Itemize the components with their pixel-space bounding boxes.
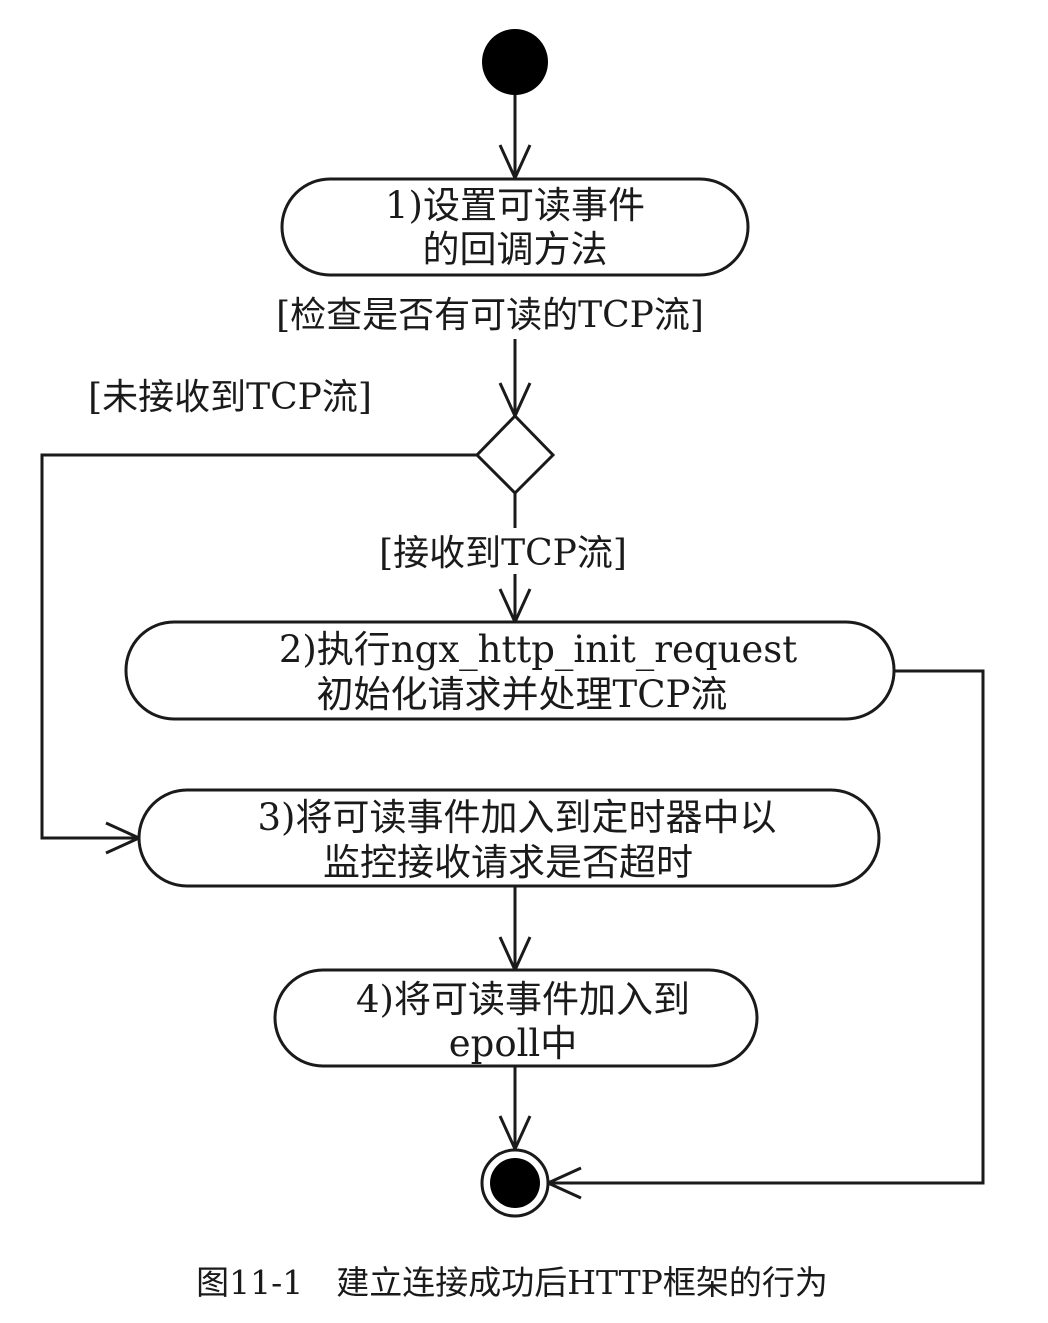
figure-caption: 图11-1 建立连接成功后HTTP框架的行为 (196, 1263, 828, 1302)
step2-line2: 初始化请求并处理TCP流 (317, 673, 728, 716)
edge-label-not-received: [未接收到TCP流] (88, 377, 372, 418)
decision-node (474, 413, 556, 496)
action-node-step1 (280, 177, 750, 277)
step1-line2: 的回调方法 (423, 228, 608, 271)
edge-label-check: [检查是否有可读的TCP流] (276, 295, 704, 336)
step4-line1: 4)将可读事件加入到 (356, 978, 690, 1021)
step2-line1: 2)执行ngx_http_init_request (279, 628, 797, 672)
step3-line1: 3)将可读事件加入到定时器中以 (258, 796, 777, 839)
edge-label-received: [接收到TCP流] (379, 533, 627, 574)
end-node-core (490, 1158, 540, 1208)
edge-decision-to-step3 (40, 453, 477, 840)
edge-label-backdrop (362, 528, 644, 574)
step1-line1: 1)设置可读事件 (385, 184, 645, 227)
edge-step2-to-end (548, 669, 985, 1185)
step4-line2: epoll中 (449, 1022, 578, 1065)
action-node-step3 (137, 788, 881, 888)
start-node (482, 29, 548, 95)
step3-line2: 监控接收请求是否超时 (323, 841, 693, 884)
